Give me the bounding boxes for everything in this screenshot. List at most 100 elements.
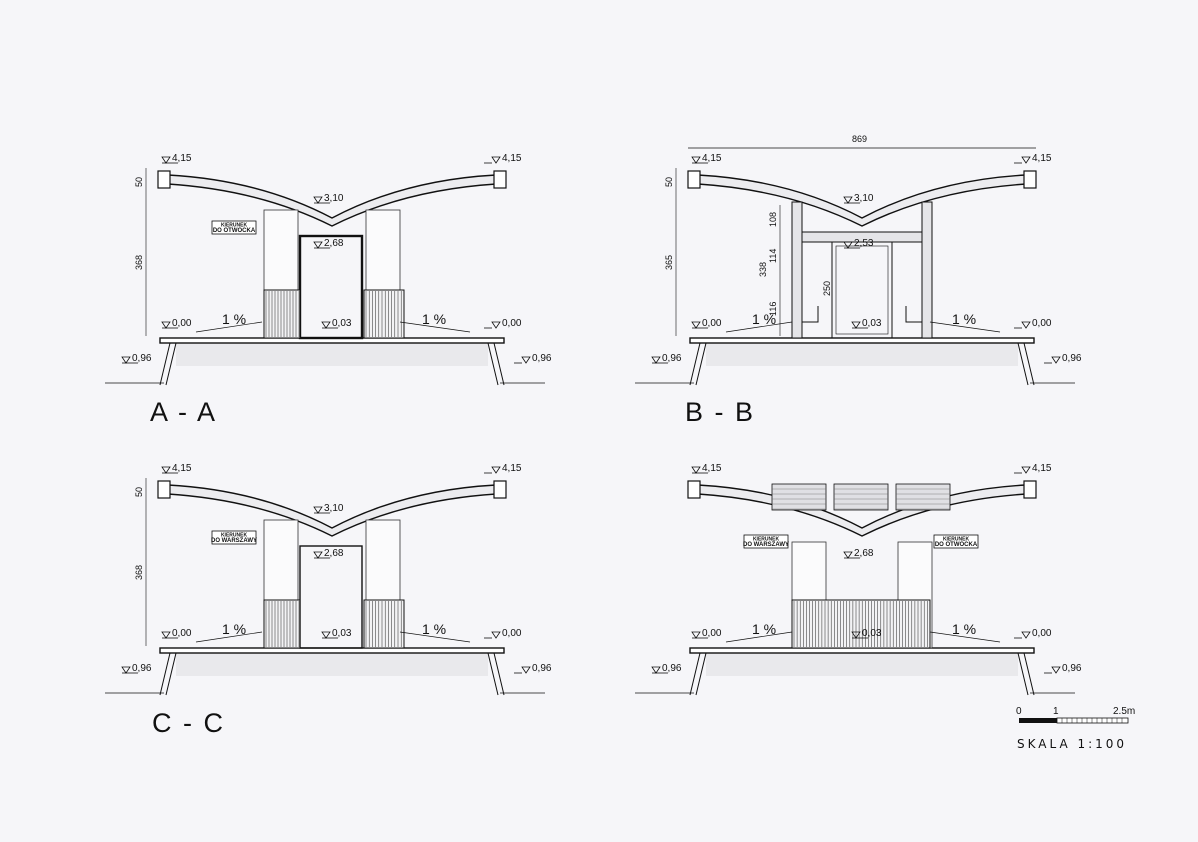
platform-slab-el	[689, 647, 1035, 654]
level-inner-cc-marker	[313, 551, 323, 559]
support-right-aa	[487, 342, 505, 386]
level-platform-left-bb-marker	[691, 321, 701, 329]
support-left-aa	[159, 342, 177, 386]
grille-right-aa	[363, 289, 405, 339]
sign-line2: DO WARSZAWY	[743, 542, 789, 548]
level-floor-cc: 0,03	[332, 628, 352, 639]
slope-right-cc: 1 %	[422, 621, 446, 637]
level-roof-mid-bb-marker	[843, 196, 853, 204]
slope-right-aa: 1 %	[422, 311, 446, 327]
sign-line1: KIERUNEK	[221, 223, 248, 229]
level-ground-right-cc: 0,96	[532, 663, 552, 674]
support-left-bb	[689, 342, 707, 386]
slope-right-bb: 1 %	[952, 311, 976, 327]
level-roof-left-bb: 4,15	[702, 153, 722, 164]
roof-edge-right-el	[1023, 480, 1037, 499]
level-platform-right-bb-marker	[1021, 321, 1031, 329]
level-roof-right-bb-marker	[1021, 156, 1031, 164]
level-inner-bb: 2,53	[854, 238, 874, 249]
roof-edge-left-aa	[157, 170, 171, 189]
support-right-el	[1017, 652, 1035, 696]
dim-top-bb: 869	[852, 134, 867, 144]
level-floor-bb-marker	[851, 321, 861, 329]
support-right-cc	[487, 652, 505, 696]
section-title-bb: B - B	[685, 397, 756, 427]
level-floor-cc-marker	[321, 631, 331, 639]
platform-slab-cc	[159, 647, 505, 654]
level-floor-el: 0,03	[862, 628, 882, 639]
level-ground-left-bb-marker	[651, 356, 661, 364]
level-floor-bb: 0,03	[862, 318, 882, 329]
level-floor-el-marker	[851, 631, 861, 639]
level-platform-right-cc-marker	[491, 631, 501, 639]
level-inner-el-marker	[843, 551, 853, 559]
sign-line1: KIERUNEK	[943, 537, 970, 543]
slope-right-el: 1 %	[952, 621, 976, 637]
level-ground-right-aa: 0,96	[532, 353, 552, 364]
ground-fill-el	[706, 652, 1018, 676]
level-floor-aa: 0,03	[332, 318, 352, 329]
dim-lower-bb: 116	[768, 302, 778, 316]
sign-line1: KIERUNEK	[753, 537, 780, 543]
ground-fill-cc	[176, 652, 488, 676]
level-roof-mid-cc-marker	[313, 506, 323, 514]
level-inner-el: 2,68	[854, 548, 874, 559]
dim-mid-bb: 114	[768, 249, 778, 263]
slope-left-cc: 1 %	[222, 621, 246, 637]
level-ground-left-cc-marker	[121, 666, 131, 674]
support-left-el	[689, 652, 707, 696]
roof-edge-right-aa	[493, 170, 507, 189]
level-roof-left-el-marker	[691, 466, 701, 474]
dim-roof-aa: 50	[134, 177, 144, 187]
roof-edge-left-el	[687, 480, 701, 499]
level-inner-bb-marker	[843, 241, 853, 249]
wall-right-bb	[921, 201, 933, 339]
level-roof-left-cc: 4,15	[172, 463, 192, 474]
level-roof-left-aa: 4,15	[172, 153, 192, 164]
level-ground-right-cc-marker	[521, 666, 531, 674]
level-roof-left-bb-marker	[691, 156, 701, 164]
level-ground-right-el: 0,96	[1062, 663, 1082, 674]
grille-el	[791, 599, 931, 649]
roof-edge-right-bb	[1023, 170, 1037, 189]
dim-roof-bb: 50	[664, 177, 674, 187]
level-roof-right-cc-marker	[491, 466, 501, 474]
grille-right-cc	[363, 599, 405, 649]
roof-panels-el	[771, 483, 951, 511]
dim-height-bb: 365	[664, 255, 674, 270]
door-frame-cc	[299, 545, 363, 649]
roof-edge-left-bb	[687, 170, 701, 189]
level-ground-right-bb-marker	[1051, 356, 1061, 364]
sign-line2: DO OTWOCKA	[213, 228, 256, 234]
roof-edge-right-cc	[493, 480, 507, 499]
level-ground-left-el-marker	[651, 666, 661, 674]
level-ground-right-el-marker	[1051, 666, 1061, 674]
door-bb	[831, 241, 893, 339]
bench-right-bb	[905, 306, 922, 323]
ground-fill-bb	[706, 342, 1018, 366]
level-roof-mid-bb: 3,10	[854, 193, 874, 204]
dim-total-bb: 338	[758, 262, 768, 277]
level-platform-right-bb: 0,00	[1032, 318, 1052, 329]
platform-slab-bb	[689, 337, 1035, 344]
sign-line2: DO WARSZAWY	[211, 538, 257, 544]
level-inner-aa: 2,68	[324, 238, 344, 249]
level-roof-mid-cc: 3,10	[324, 503, 344, 514]
grille-left-aa	[263, 289, 301, 339]
level-platform-left-el: 0,00	[702, 628, 722, 639]
level-platform-right-aa: 0,00	[502, 318, 522, 329]
level-roof-left-cc-marker	[161, 466, 171, 474]
level-roof-right-aa: 4,15	[502, 153, 522, 164]
level-platform-right-cc: 0,00	[502, 628, 522, 639]
level-ground-left-el: 0,96	[662, 663, 682, 674]
bench-left-bb	[802, 306, 819, 323]
level-floor-aa-marker	[321, 321, 331, 329]
level-ground-left-aa: 0,96	[132, 353, 152, 364]
